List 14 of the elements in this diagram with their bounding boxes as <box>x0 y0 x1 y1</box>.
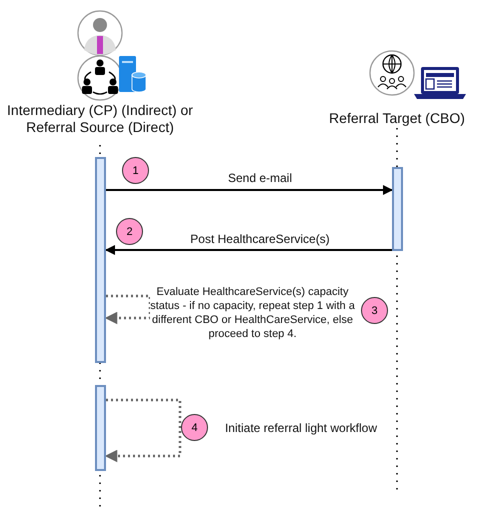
step-number: 4 <box>181 414 208 441</box>
message-arrow <box>105 245 392 255</box>
step-number: 2 <box>116 218 143 245</box>
activation-bar <box>95 157 106 363</box>
self-message-arrow <box>104 294 152 324</box>
participant-label: Intermediary (CP) (Indirect) or Referral Source (Direct) <box>0 102 200 138</box>
activation-bar <box>392 167 403 251</box>
participant-label: Referral Target (CBO) <box>312 110 482 128</box>
step-number: 3 <box>361 297 388 324</box>
message-arrow <box>106 185 393 195</box>
activation-bar <box>95 385 106 471</box>
message-label: Evaluate HealthcareService(s) capacity status - if no capacity, repeat step 1 with a different CBO or HealthCareService, else proceed to step 4. <box>150 285 355 341</box>
step-number: 1 <box>122 157 149 184</box>
self-message-arrow <box>104 398 182 462</box>
